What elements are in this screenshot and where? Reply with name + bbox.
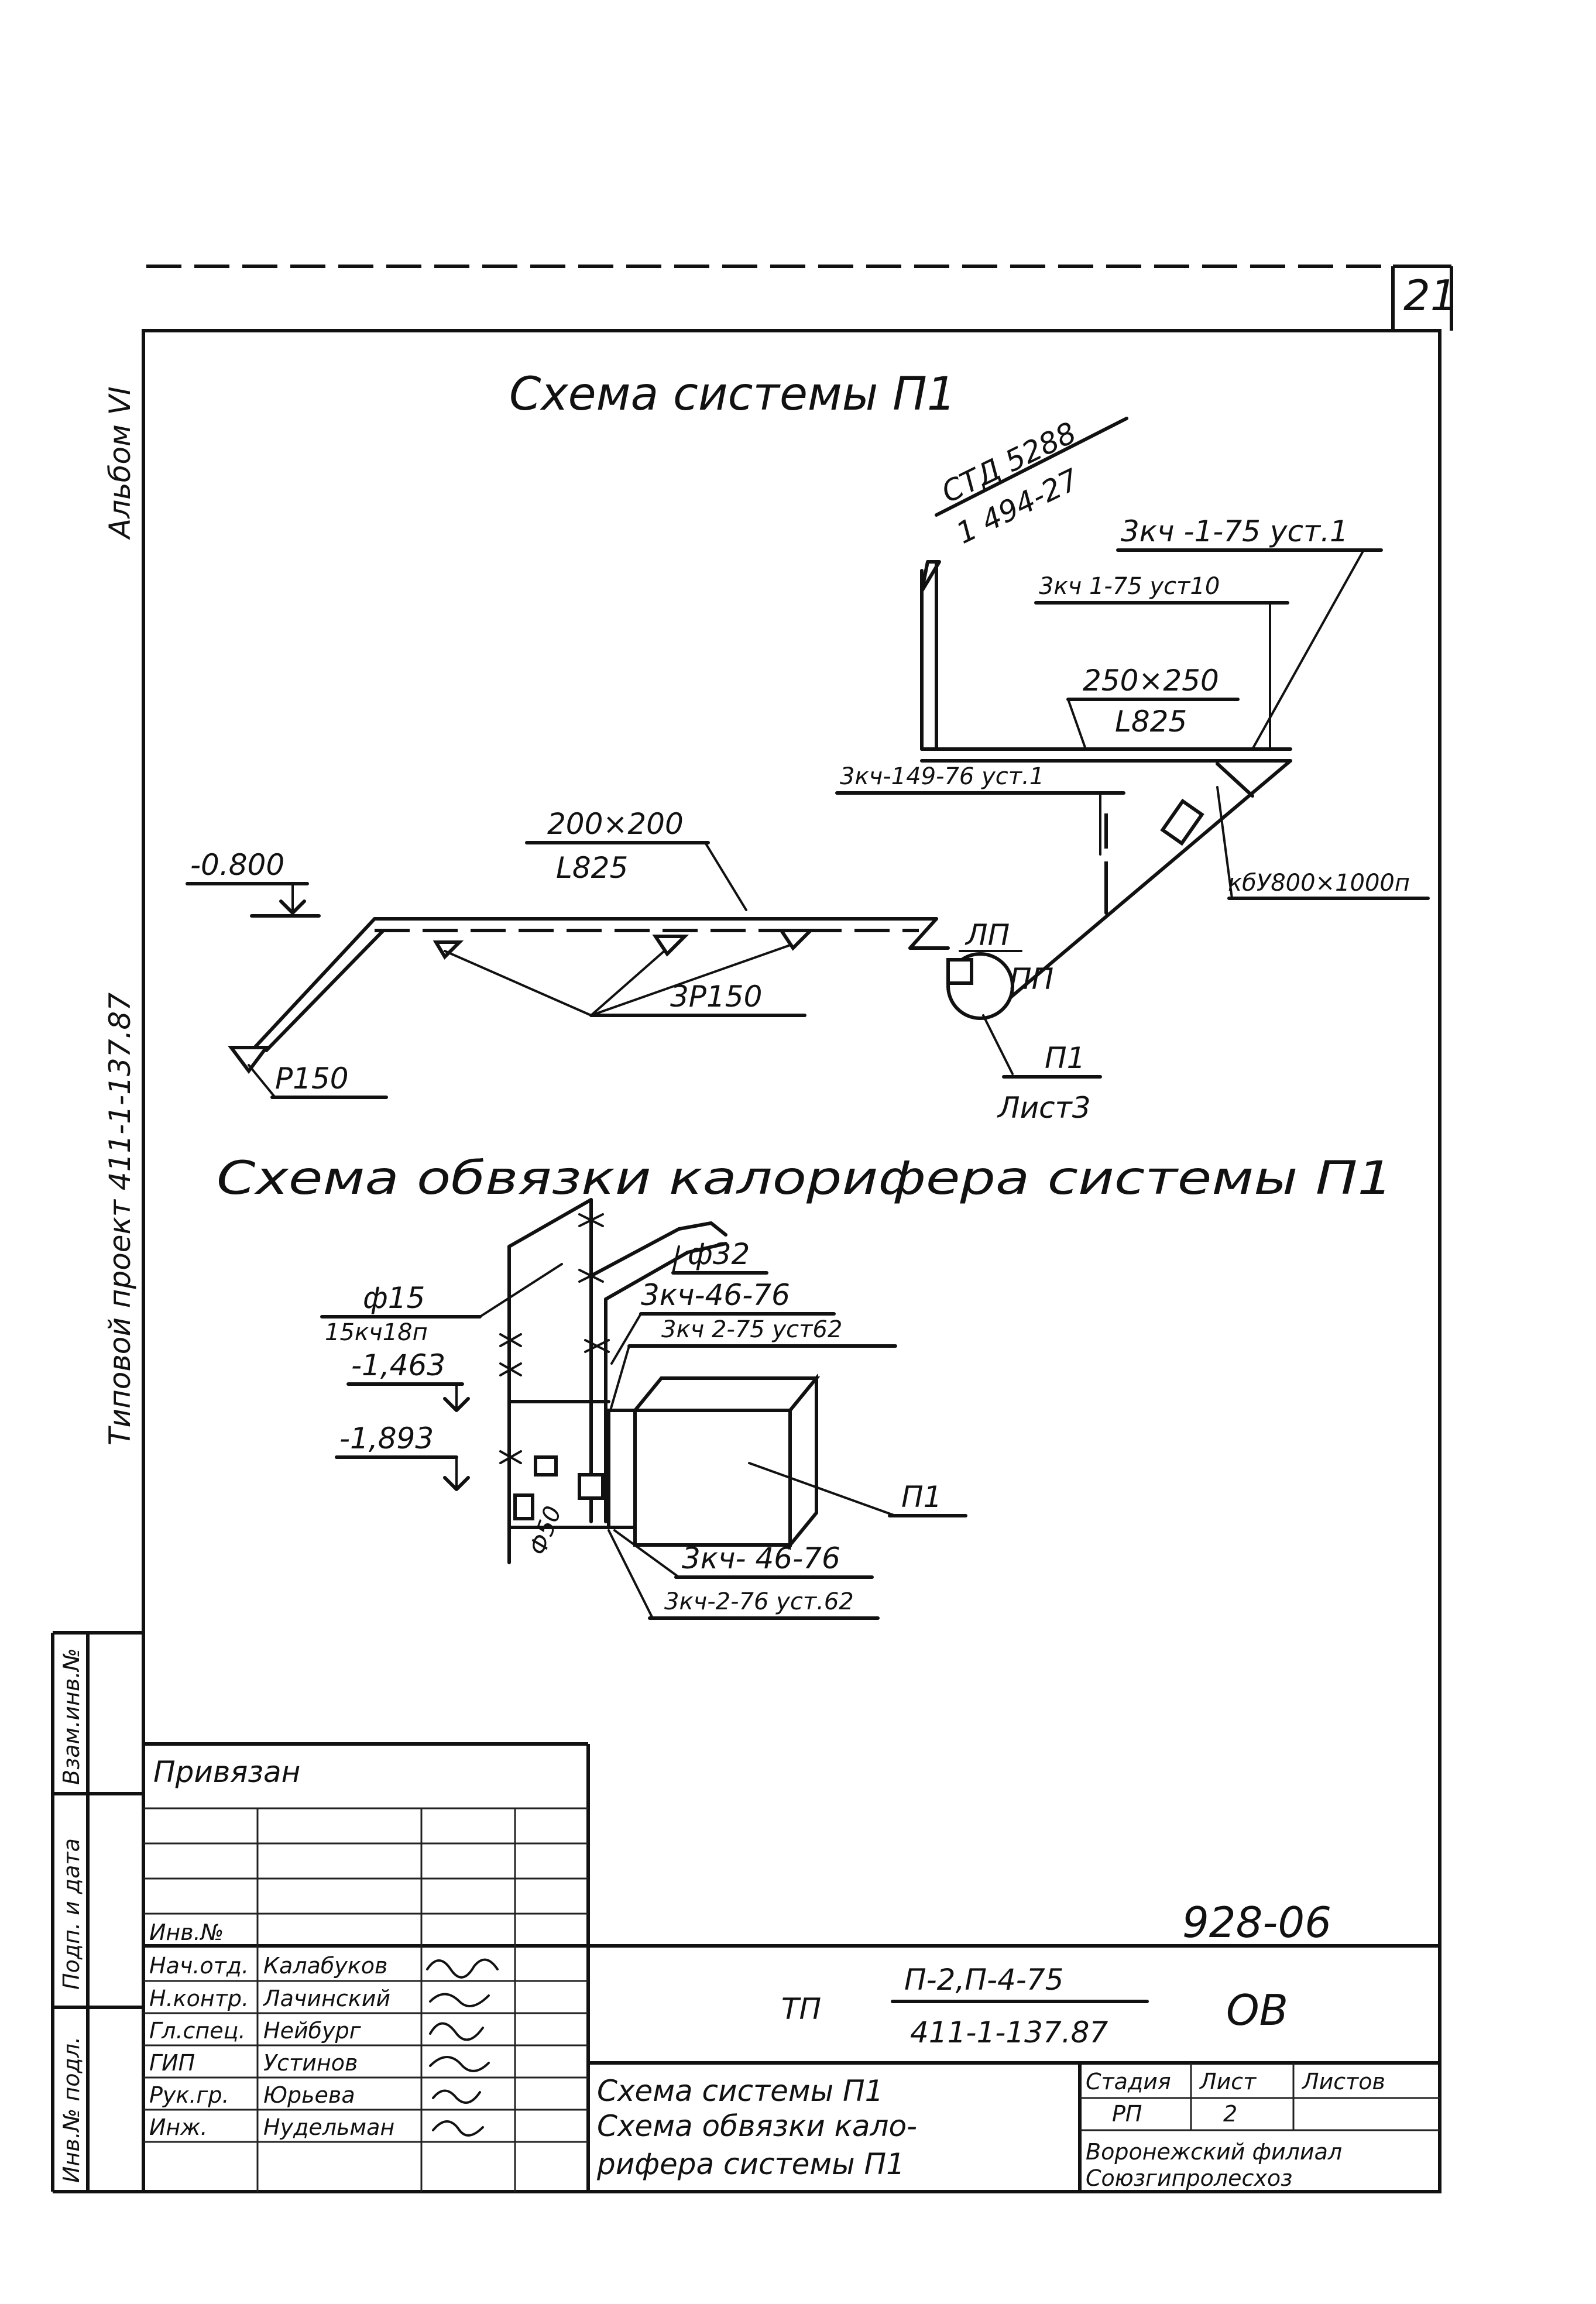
valve-code: кбУ800×1000п [1228,870,1410,897]
duct-250-len: L825 [1115,705,1187,739]
side-project-label: Типовой проект 411-1-137.87 [103,993,137,1445]
label-zkch-1-75-ust1: 3кч -1-75 уст.1 [1121,514,1348,548]
scheme-p1-title: Схема системы П1 [509,368,956,421]
damper [1160,798,1204,846]
duct-250-size: 250×250 [1083,664,1219,698]
diffuser-group: 3Р150 [670,980,762,1014]
scheme-heater: Схема обвязки калорифера системы П1 ф32 … [217,1152,1393,1620]
sig-name-4: Юрьева [263,2082,355,2108]
label-zkch-46-76-b: 3кч- 46-76 [682,1541,840,1575]
diffuser-single [228,1046,270,1074]
level-1: -1,463 [351,1348,445,1382]
sheet-label: Лист [1199,2069,1257,2094]
binding-label: Привязан [153,1755,300,1789]
doc-number: 928-06 [1182,1898,1331,1947]
label-pp: ПП [1010,962,1053,996]
sig-name-0: Калабуков [263,1953,387,1979]
title-block: Привязан Взам.инв.№ Подп. и дата Инв.№ п… [59,1648,1440,2192]
signature-marks [426,1958,499,2137]
pipe-d32: ф32 [688,1237,750,1271]
label-lp: ЛП [965,918,1010,952]
diffuser-single-label: Р150 [275,1062,349,1096]
duct-200-size: 200×200 [547,807,684,841]
sig-role-4: Рук.гр. [149,2082,229,2108]
project-code-bottom: 411-1-137.87 [910,2015,1108,2049]
sheet-title-line-3: рифера системы П1 [596,2147,905,2181]
sheets-label: Листов [1301,2069,1385,2094]
heater-box [607,1373,821,1550]
org-line-1: Воронежский филиал [1086,2139,1342,2165]
side-cell-replace: Взам.инв.№ [59,1648,84,1785]
pipe-d15: ф15 [363,1281,425,1315]
sheet-value: 2 [1223,2101,1237,2127]
inv-label: Инв.№ [149,1920,224,1945]
unit-sheet-ref: Лист3 [997,1091,1091,1125]
sig-name-2: Нейбург [263,2018,362,2044]
sig-role-2: Гл.спец. [149,2018,246,2044]
stage-label: Стадия [1086,2069,1171,2094]
sheet-title-line-2: Схема обвязки кало- [597,2109,917,2143]
std-callout: СТД 5288 1 494-27 [920,416,1128,593]
label-zkch-1-75-ust10: 3кч 1-75 уст10 [1039,573,1220,600]
diffuser-1 [433,940,464,960]
org-line-2: Союзгипролесхоз [1086,2165,1292,2191]
sig-role-1: Н.контр. [149,1986,249,2011]
side-cell-signdate: Подп. и дата [59,1838,84,1990]
project-code-top: П-2,П-4-75 [904,1963,1063,1997]
duct-200-len: L825 [556,851,628,885]
label-zkch-46-76-a: 3кч-46-76 [641,1278,790,1312]
page-number: 21 [1403,271,1457,320]
diffuser-3 [778,929,815,951]
sig-role-5: Инж. [149,2114,208,2140]
diffuser-2 [652,935,689,957]
unit-label-p1: П1 [1045,1041,1085,1075]
sig-name-3: Устинов [263,2050,358,2076]
sheet-title-line-1: Схема системы П1 [597,2074,883,2108]
stage-value: РП [1112,2101,1142,2127]
label-zkch-2-75-ust62: 3кч 2-75 уст62 [661,1316,842,1343]
sig-role-3: ГИП [149,2050,195,2076]
sheet-frame [51,265,1453,2193]
unit-label-p1-heater: П1 [901,1480,942,1514]
sig-name-1: Лачинский [262,1986,390,2011]
album-label: Альбом VI [103,386,137,540]
level-mark: -0.800 [190,848,284,882]
sig-role-0: Нач.отд. [149,1953,249,1979]
doc-mark: ОВ [1226,1986,1288,2035]
level-2: -1,893 [339,1421,434,1455]
project-prefix: ТП [781,1992,821,2026]
side-cell-invorig: Инв.№ подл. [59,2037,84,2183]
scheme-heater-title: Схема обвязки калорифера системы П1 [217,1152,1393,1205]
label-zkch-149-76: 3кч-149-76 уст.1 [840,763,1044,790]
sig-name-5: Нудельман [263,2114,394,2140]
label-zkch-2-76-ust62: 3кч-2-76 уст.62 [664,1588,854,1615]
scheme-p1: Схема системы П1 СТД 5288 1 494-27 3кч -… [186,368,1430,1125]
valve-15kch18p: 15кч18п [325,1319,428,1346]
